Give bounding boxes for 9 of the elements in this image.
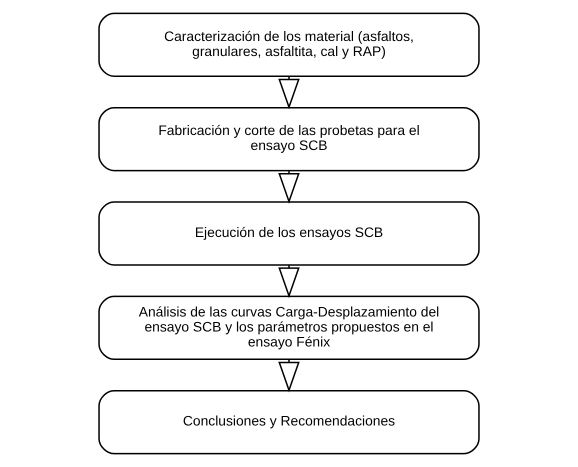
arrow <box>278 76 300 110</box>
node-box: Caracterización de los material (asfaltos, granulares, asfaltita, cal y RAP) <box>98 12 480 77</box>
arrow <box>278 170 300 204</box>
node-box: Conclusiones y Recomendaciones <box>98 390 480 454</box>
node-box: Ejecución de los ensayos SCB <box>98 201 480 266</box>
node-box: Fabricación y corte de las probetas para el ensayo SCB <box>98 106 480 172</box>
arrow <box>278 360 300 392</box>
node-box: Análisis de las curvas Carga-Desplazamiento del ensayo SCB y los parámetros propuestos en el ensayo Fénix <box>98 296 480 360</box>
arrow <box>278 265 300 298</box>
